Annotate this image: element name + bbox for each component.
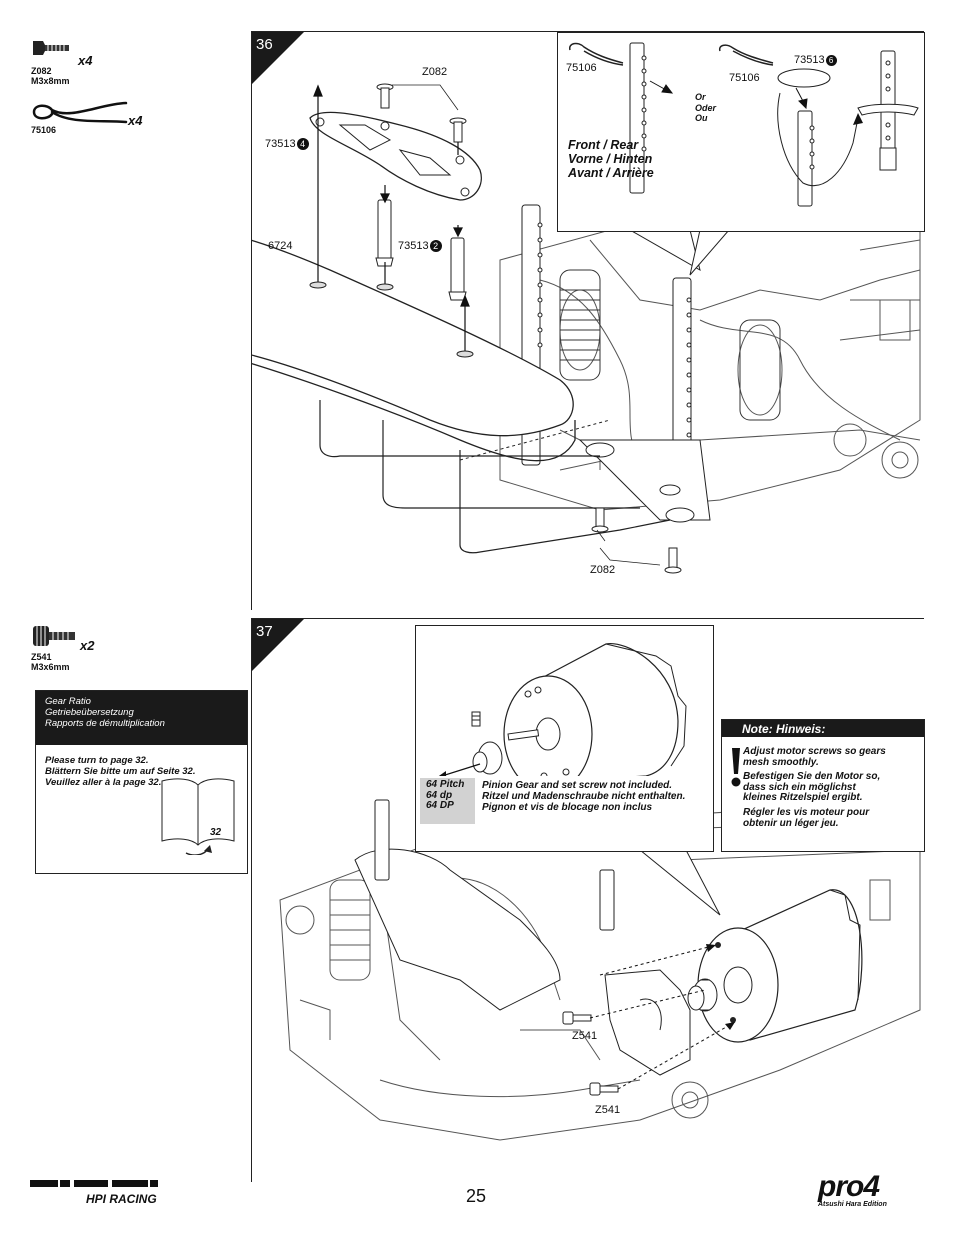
pro4-subtitle: Atsushi Hara Edition	[818, 1201, 887, 1208]
step37-top-rule	[251, 618, 924, 619]
gear-ratio-instructions: Please turn to page 32.Blättern Sie bitt…	[45, 755, 196, 788]
index-circle-4-icon: 4	[296, 138, 309, 150]
step-36-tab: 36	[252, 32, 304, 84]
column-divider-bottom	[251, 618, 252, 1182]
75106-part-code: 75106	[31, 125, 57, 135]
note-line-de: Befestigen Sie den Motor so,dass sich ei…	[743, 771, 881, 803]
detail-clip-right-callout: 75106	[729, 72, 760, 84]
step-36-number: 36	[256, 36, 273, 53]
screw-z541-icon	[31, 623, 77, 654]
body-post-detail-drawing	[569, 42, 919, 207]
pinion-note: Pinion Gear and set screw not included.R…	[482, 780, 686, 813]
svg-text:HPI RACING: HPI RACING	[86, 1192, 157, 1206]
index-circle-6-icon: 6	[825, 55, 837, 66]
index-circle-2-icon: 2	[429, 240, 442, 252]
hpi-racing-logo: HPI RACING	[30, 1176, 160, 1213]
step-37-number: 37	[256, 623, 273, 640]
pro4-logo-text: pro4	[818, 1170, 880, 1203]
page-number: 25	[466, 1186, 487, 1206]
z541-callout-b: Z541	[595, 1104, 621, 1116]
step36-top-rule	[251, 31, 924, 32]
motor-pinion-drawing	[438, 643, 687, 776]
step37-assembly-illustration	[252, 619, 924, 1187]
detail-clip-left-callout: 75106	[566, 62, 597, 74]
z082-bottom-callout: Z082	[590, 564, 616, 576]
book-page-number: 32	[210, 827, 222, 838]
z082-quantity: x4	[78, 53, 93, 68]
z541-quantity: x2	[80, 638, 95, 653]
z082-top-callout: Z082	[422, 66, 448, 78]
note-box: Note: Hinweis: Adjust motor screws so ge…	[721, 719, 925, 852]
step-37-tab: 37	[252, 619, 304, 671]
75106-quantity: x4	[128, 113, 143, 128]
body-clip-75106-icon	[30, 100, 130, 131]
note-heading: Note: Hinweis:	[722, 720, 924, 737]
screw-z082-icon	[31, 38, 71, 63]
open-book-icon: 32	[158, 775, 240, 860]
warning-exclamation-icon	[730, 748, 742, 795]
z541-callout-a: Z541	[572, 1030, 598, 1042]
bumper-6724-callout: 6724	[268, 240, 293, 252]
pro4-logo: pro4 Atsushi Hara Edition	[818, 1172, 924, 1212]
